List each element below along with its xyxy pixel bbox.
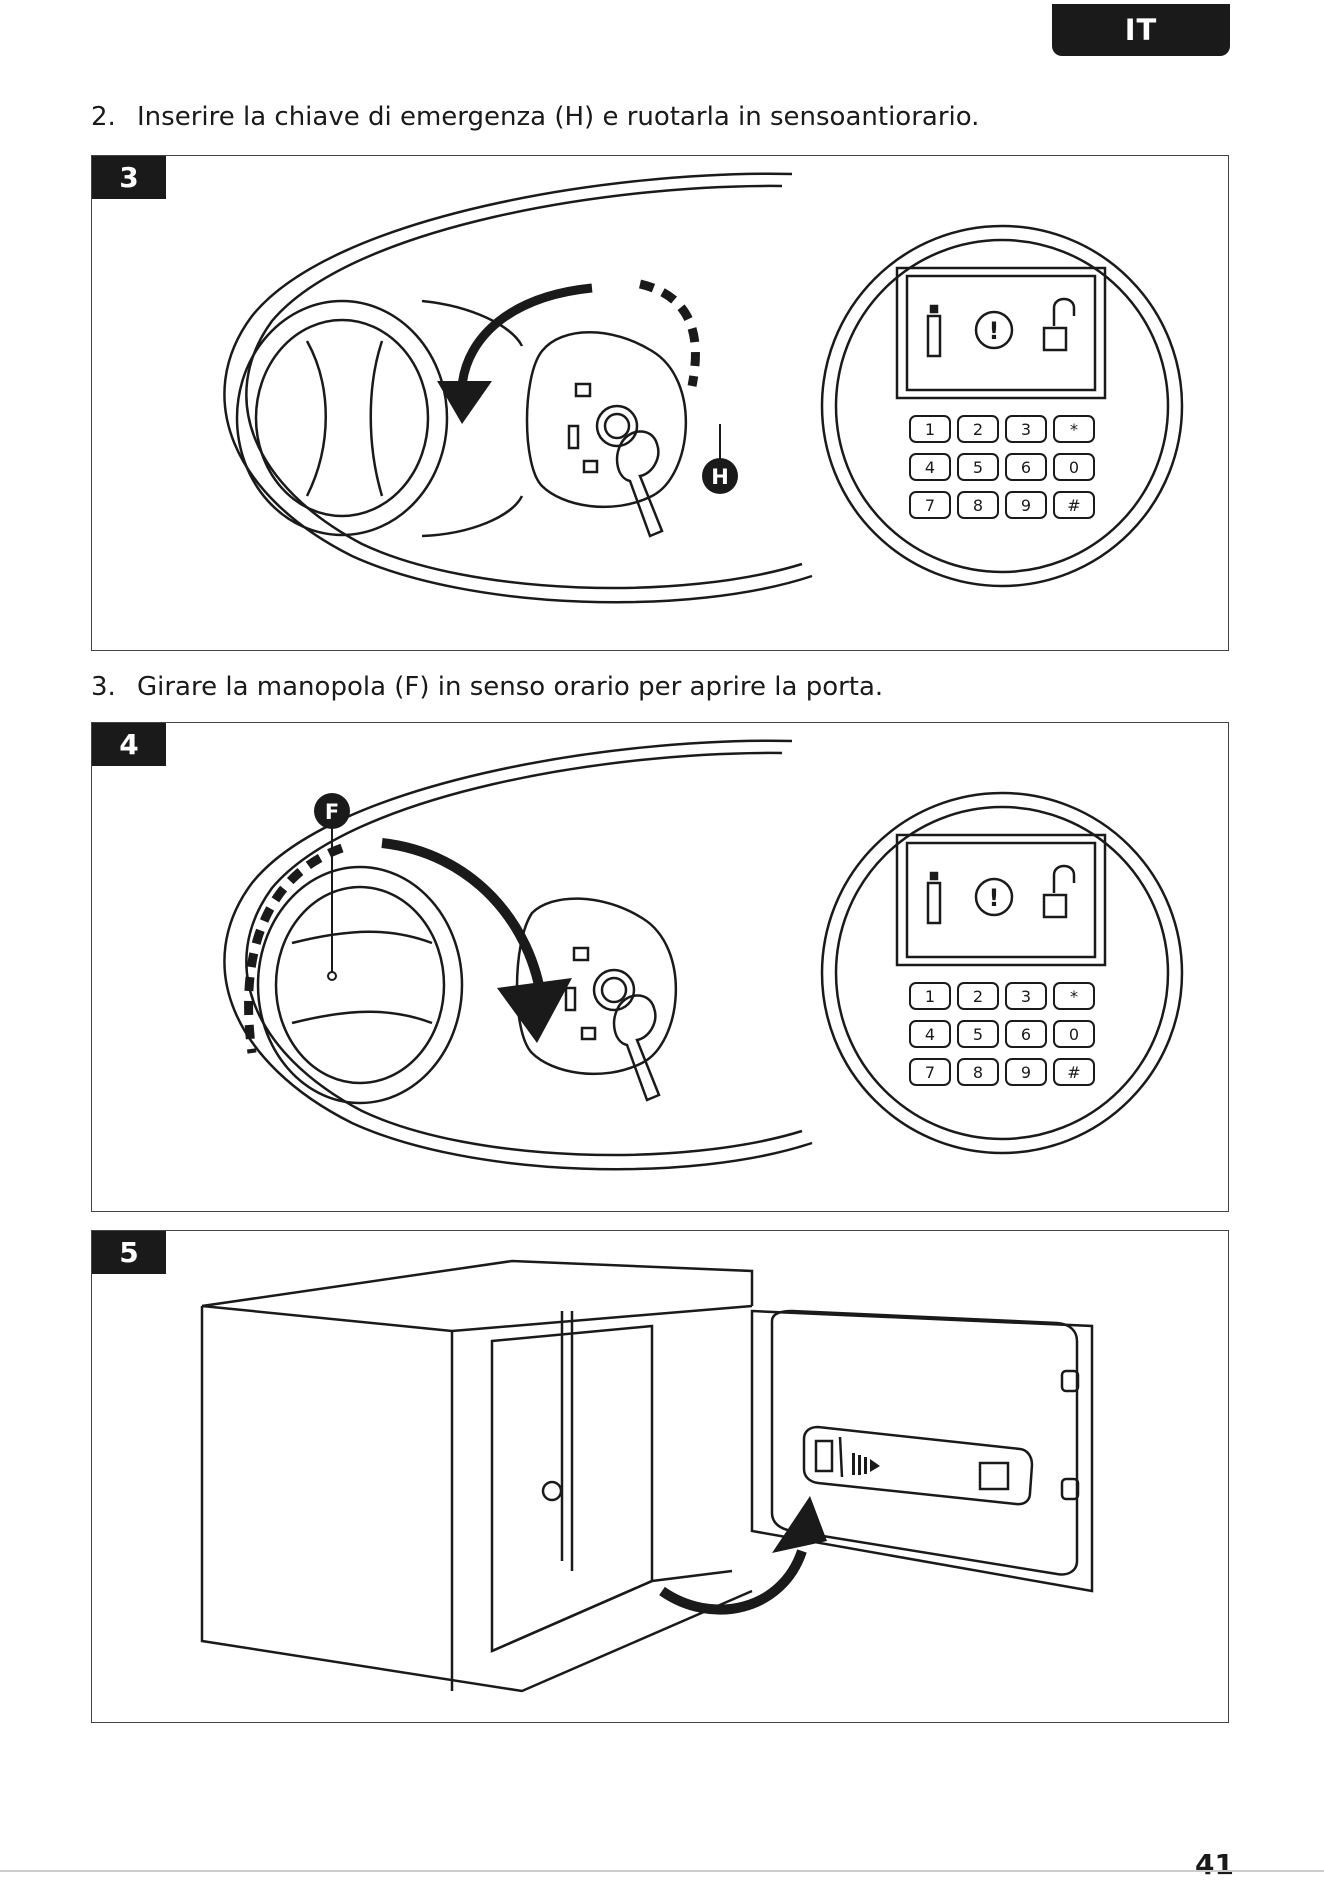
keypad-key-label: 0 (1069, 1025, 1079, 1044)
callout-h: H (711, 465, 729, 489)
keypad-key-label: 7 (925, 496, 935, 515)
keypad-key-label: # (1067, 496, 1080, 515)
language-tab: IT (1052, 4, 1230, 56)
keypad: 1 2 3 * 4 5 6 0 7 8 9 # (910, 983, 1094, 1085)
page-number: 41 (1195, 1848, 1234, 1881)
keypad-key-label: 3 (1021, 987, 1031, 1006)
keypad-key-label: 3 (1021, 420, 1031, 439)
figure-4-illustration: ! 1 2 3 * 4 5 6 0 7 8 9 # F (92, 723, 1230, 1213)
keypad-key-label: 4 (925, 1025, 935, 1044)
keypad-key-label: 6 (1021, 1025, 1031, 1044)
keypad-key-label: 2 (973, 420, 983, 439)
keypad-key-label: 2 (973, 987, 983, 1006)
keypad-key-label: 4 (925, 458, 935, 477)
keypad-key-label: 0 (1069, 458, 1079, 477)
keypad-key-label: 5 (973, 458, 983, 477)
step-2: 2.Inserire la chiave di emergenza (H) e … (91, 102, 979, 132)
step-number: 3. (91, 672, 137, 702)
keypad-key-label: 8 (973, 496, 983, 515)
keypad-key-label: 9 (1021, 1063, 1031, 1082)
step-3: 3.Girare la manopola (F) in senso orario… (91, 672, 883, 702)
step-text: Inserire la chiave di emergenza (H) e ru… (137, 102, 979, 132)
figure-badge: 4 (92, 723, 166, 766)
figure-badge: 5 (92, 1231, 166, 1274)
figure-badge: 3 (92, 156, 166, 199)
keypad-key-label: 9 (1021, 496, 1031, 515)
step-text: Girare la manopola (F) in senso orario p… (137, 672, 883, 702)
keypad-key-label: 7 (925, 1063, 935, 1082)
figure-4-panel: ! 1 2 3 * 4 5 6 0 7 8 9 # F 4 (91, 722, 1229, 1212)
figure-3-illustration: ! 1 2 3 * 4 5 6 0 7 8 9 # H (92, 156, 1230, 652)
keypad-key-label: 1 (925, 420, 935, 439)
keypad-key-label: 8 (973, 1063, 983, 1082)
figure-3-panel: ! 1 2 3 * 4 5 6 0 7 8 9 # H 3 (91, 155, 1229, 651)
keypad-key-label: * (1070, 987, 1078, 1006)
keypad-key-label: # (1067, 1063, 1080, 1082)
keypad-key-label: * (1070, 420, 1078, 439)
figure-5-illustration (92, 1231, 1230, 1724)
svg-text:!: ! (989, 317, 1000, 345)
keypad-key-label: 5 (973, 1025, 983, 1044)
keypad-key-label: 6 (1021, 458, 1031, 477)
figure-5-panel: 5 (91, 1230, 1229, 1723)
step-number: 2. (91, 102, 137, 132)
callout-f: F (325, 800, 339, 824)
svg-text:!: ! (989, 884, 1000, 912)
keypad-key-label: 1 (925, 987, 935, 1006)
keypad: 1 2 3 * 4 5 6 0 7 8 9 # (910, 416, 1094, 518)
